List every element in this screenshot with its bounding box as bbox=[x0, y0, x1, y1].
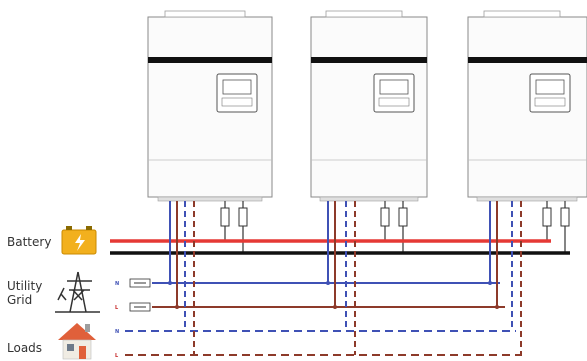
battery-fuses bbox=[220, 207, 570, 227]
inverter-unit-3 bbox=[467, 10, 587, 202]
battery-label: Battery bbox=[7, 235, 52, 249]
loads-drops bbox=[184, 201, 522, 355]
utility-breakers bbox=[129, 278, 151, 312]
utility-drops bbox=[169, 201, 498, 307]
loads-n-marker: N bbox=[115, 329, 119, 335]
loads-label: Loads bbox=[7, 341, 43, 355]
battery-cable-drops bbox=[224, 201, 566, 253]
utility-grid-label-line2: Grid bbox=[7, 293, 33, 307]
utility-n-marker: N bbox=[115, 281, 119, 287]
loads-l-marker: L bbox=[115, 353, 119, 359]
utility-grid-label-line1: Utility bbox=[7, 279, 43, 293]
utility-dots bbox=[168, 281, 499, 309]
utility-l-marker: L bbox=[115, 305, 119, 311]
inverter-unit-2 bbox=[310, 10, 428, 202]
inverter-unit-1 bbox=[147, 10, 273, 202]
battery-icon bbox=[61, 226, 97, 255]
pylon-icon bbox=[55, 271, 100, 313]
house-icon bbox=[58, 323, 96, 360]
